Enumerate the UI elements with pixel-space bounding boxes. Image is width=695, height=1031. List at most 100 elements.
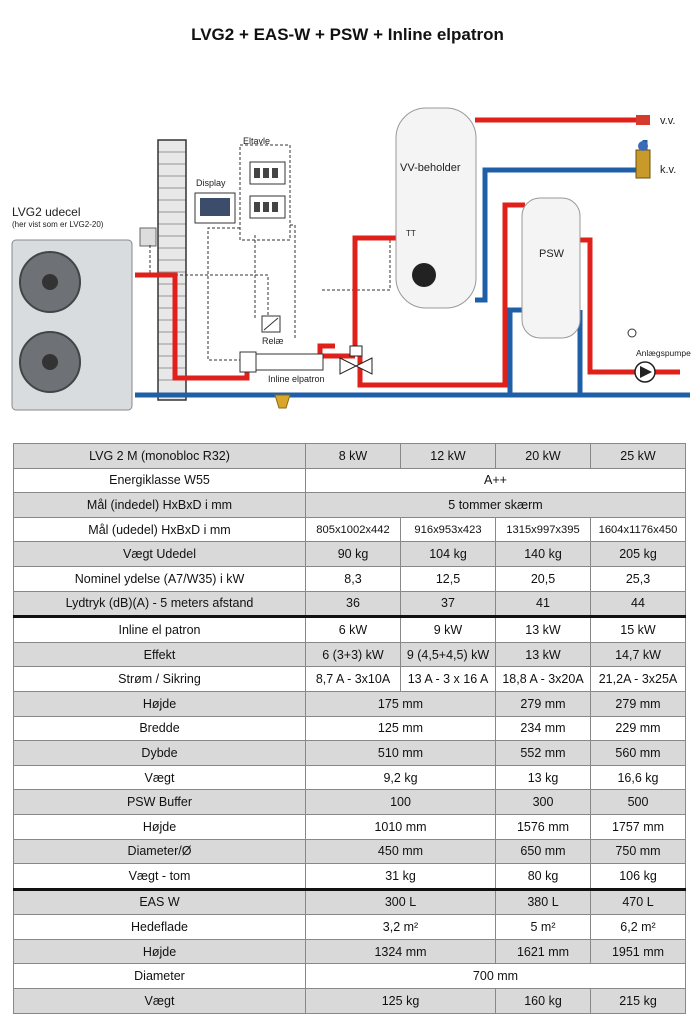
table-cell: 80 kg [495, 863, 591, 890]
table-cell: 750 mm [590, 838, 686, 865]
row-label: Inline el patron [13, 615, 306, 643]
psw-tank [521, 197, 581, 339]
table-cell: 1951 mm [590, 938, 686, 965]
row-label: Strøm / Sikring [13, 666, 306, 692]
table-cell: 1010 mm [305, 813, 496, 840]
row-label: Lydtryk (dB)(A) - 5 meters afstand [13, 590, 306, 618]
table-cell: 36 [305, 590, 401, 618]
table-cell: 9 kW [400, 615, 496, 643]
table-cell: 279 mm [590, 690, 686, 717]
table-cell: 6 kW [305, 615, 401, 643]
page-title: LVG2 + EAS-W + PSW + Inline elpatron [191, 25, 504, 44]
table-cell: 470 L [590, 887, 686, 916]
row-label: Vægt Udedel [13, 541, 306, 567]
row-label: Højde [13, 813, 306, 840]
table-cell: 125 kg [305, 988, 496, 1014]
table-cell: 12 kW [400, 443, 496, 469]
row-label: Højde [13, 690, 306, 717]
table-cell: 205 kg [590, 541, 686, 567]
wall-bricks [158, 151, 186, 381]
table-cell: 12,5 [400, 565, 496, 592]
table-cell: 14,7 kW [590, 641, 686, 668]
vv-tap [636, 115, 650, 125]
kv-valve [635, 149, 651, 179]
table-cell: 510 mm [305, 740, 496, 766]
row-label: Vægt [13, 764, 306, 791]
table-cell: 44 [590, 590, 686, 618]
table-cell: 15 kW [590, 615, 686, 643]
table-cell: 6 (3+3) kW [305, 641, 401, 668]
wall [157, 139, 187, 401]
row-label: Energiklasse W55 [13, 467, 306, 494]
table-cell: 100 [305, 789, 496, 815]
outdoor-unit-sub: (her vist som er LVG2-20) [12, 220, 104, 229]
table-cell: 125 mm [305, 715, 496, 742]
table-cell: 8 kW [305, 443, 401, 469]
table-cell: 380 L [495, 887, 591, 916]
row-label: Nominel ydelse (A7/W35) i kW [13, 565, 306, 592]
table-cell: 18,8 A - 3x20A [495, 666, 591, 692]
inline-label: Inline elpatron [268, 374, 325, 384]
table-cell: 3,2 m² [305, 914, 496, 940]
tt-label: TT [406, 229, 416, 238]
table-cell: 20,5 [495, 565, 591, 592]
table-cell: A++ [305, 467, 686, 494]
row-label: LVG 2 M (monobloc R32) [13, 443, 306, 469]
row-label: Diameter [13, 963, 306, 990]
row-label: Mål (indedel) HxBxD i mm [13, 492, 306, 518]
table-cell: 13 kg [495, 764, 591, 791]
row-label: Vægt - tom [13, 863, 306, 890]
row-label: Dybde [13, 740, 306, 766]
table-cell: 300 [495, 789, 591, 815]
table-cell: 500 [590, 789, 686, 815]
table-cell: 552 mm [495, 740, 591, 766]
row-label: EAS W [13, 887, 306, 916]
table-cell: 6,2 m² [590, 914, 686, 940]
table-cell: 1604x1176x450 [590, 516, 686, 543]
table-cell: 805x1002x442 [305, 516, 401, 543]
table-cell: 104 kg [400, 541, 496, 567]
outdoor-unit-label: LVG2 udecel [12, 205, 81, 219]
table-cell: 90 kg [305, 541, 401, 567]
psw-label: PSW [539, 248, 565, 260]
table-cell: 16,6 kg [590, 764, 686, 791]
row-label: Højde [13, 938, 306, 965]
table-cell: 560 mm [590, 740, 686, 766]
vv-label: v.v. [660, 115, 676, 127]
table-cell: 106 kg [590, 863, 686, 890]
tank-label: VV-beholder [400, 162, 461, 174]
table-cell: 31 kg [305, 863, 496, 890]
table-cell: 450 mm [305, 838, 496, 865]
table-cell: 300 L [305, 887, 496, 916]
row-label: Vægt [13, 988, 306, 1014]
table-cell: 700 mm [305, 963, 686, 990]
table-cell: 21,2A - 3x25A [590, 666, 686, 692]
table-cell: 25 kW [590, 443, 686, 469]
table-cell: 234 mm [495, 715, 591, 742]
table-cell: 5 m² [495, 914, 591, 940]
table-cell: 279 mm [495, 690, 591, 717]
table-cell: 1324 mm [305, 938, 496, 965]
table-cell: 140 kg [495, 541, 591, 567]
table-cell: 25,3 [590, 565, 686, 592]
table-cell: 8,3 [305, 565, 401, 592]
table-cell: 13 A - 3 x 16 A [400, 666, 496, 692]
table-cell: 1757 mm [590, 813, 686, 840]
